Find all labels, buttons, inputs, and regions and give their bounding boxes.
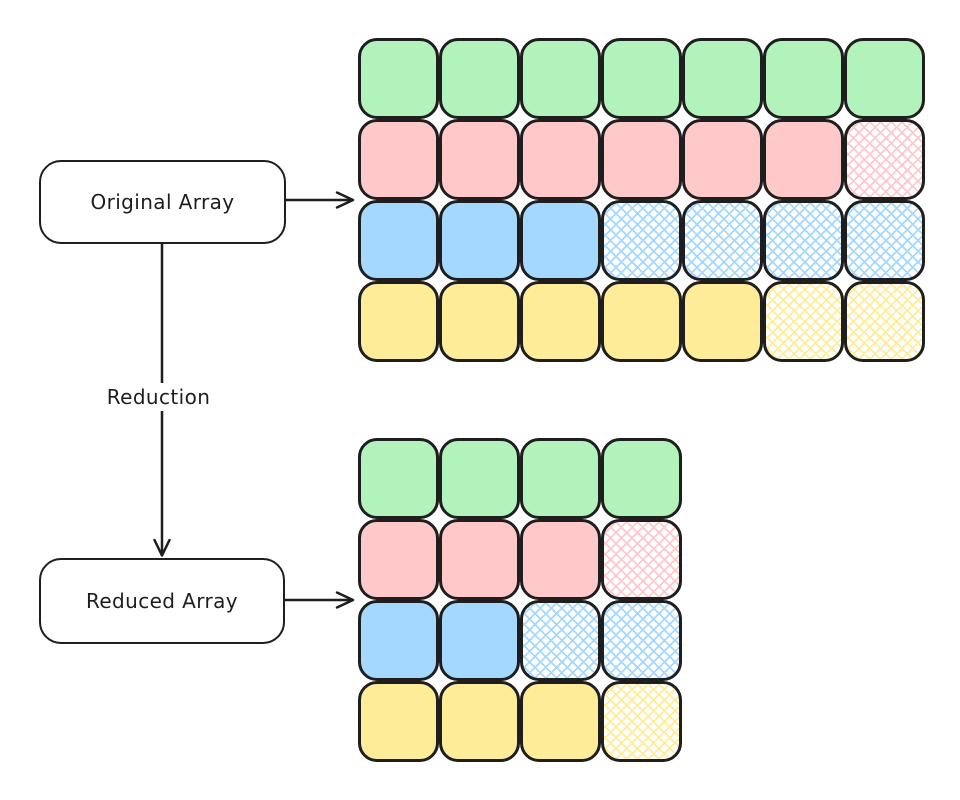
grid-cell-green-solid (439, 438, 520, 519)
grid-cell-yellow-solid (601, 281, 682, 362)
reduction-edge-label: Reduction (100, 383, 217, 411)
grid-cell-pink-solid (520, 119, 601, 200)
grid-cell-pink-solid (520, 519, 601, 600)
grid-cell-pink-solid (358, 519, 439, 600)
node-original-array: Original Array (39, 160, 286, 244)
grid-cell-pink-solid (358, 119, 439, 200)
grid-cell-yellow-hatch (601, 681, 682, 762)
grid-cell-green-solid (358, 438, 439, 519)
original-array-label: Original Array (90, 190, 235, 214)
grid-cell-blue-hatch (520, 600, 601, 681)
grid-cell-yellow-solid (520, 681, 601, 762)
grid-cell-yellow-solid (520, 281, 601, 362)
grid-cell-blue-hatch (601, 600, 682, 681)
grid-cell-pink-solid (682, 119, 763, 200)
grid-cell-blue-solid (358, 600, 439, 681)
grid-cell-green-solid (601, 438, 682, 519)
grid-cell-yellow-solid (439, 281, 520, 362)
grid-cell-pink-hatch (844, 119, 925, 200)
reduced-array-grid (358, 438, 682, 762)
grid-cell-blue-hatch (844, 200, 925, 281)
grid-cell-green-solid (520, 38, 601, 119)
grid-cell-blue-hatch (682, 200, 763, 281)
grid-cell-green-solid (763, 38, 844, 119)
grid-cell-blue-solid (439, 600, 520, 681)
grid-cell-yellow-solid (358, 681, 439, 762)
grid-cell-green-solid (844, 38, 925, 119)
grid-cell-yellow-hatch (844, 281, 925, 362)
grid-cell-pink-solid (601, 119, 682, 200)
grid-cell-pink-hatch (601, 519, 682, 600)
node-reduced-array: Reduced Array (39, 558, 285, 644)
grid-cell-green-solid (439, 38, 520, 119)
grid-cell-pink-solid (763, 119, 844, 200)
grid-cell-yellow-hatch (763, 281, 844, 362)
grid-cell-blue-hatch (601, 200, 682, 281)
grid-cell-blue-solid (358, 200, 439, 281)
grid-cell-blue-hatch (763, 200, 844, 281)
arrow-original-to-grid (282, 191, 355, 209)
grid-cell-blue-solid (439, 200, 520, 281)
reduced-array-label: Reduced Array (85, 589, 239, 613)
arrow-reduced-to-grid (282, 591, 355, 609)
grid-cell-green-solid (358, 38, 439, 119)
grid-cell-blue-solid (520, 200, 601, 281)
grid-cell-green-solid (682, 38, 763, 119)
grid-cell-yellow-solid (358, 281, 439, 362)
grid-cell-yellow-solid (439, 681, 520, 762)
original-array-grid (358, 38, 925, 362)
grid-cell-green-solid (520, 438, 601, 519)
grid-cell-green-solid (601, 38, 682, 119)
grid-cell-pink-solid (439, 119, 520, 200)
grid-cell-pink-solid (439, 519, 520, 600)
grid-cell-yellow-solid (682, 281, 763, 362)
